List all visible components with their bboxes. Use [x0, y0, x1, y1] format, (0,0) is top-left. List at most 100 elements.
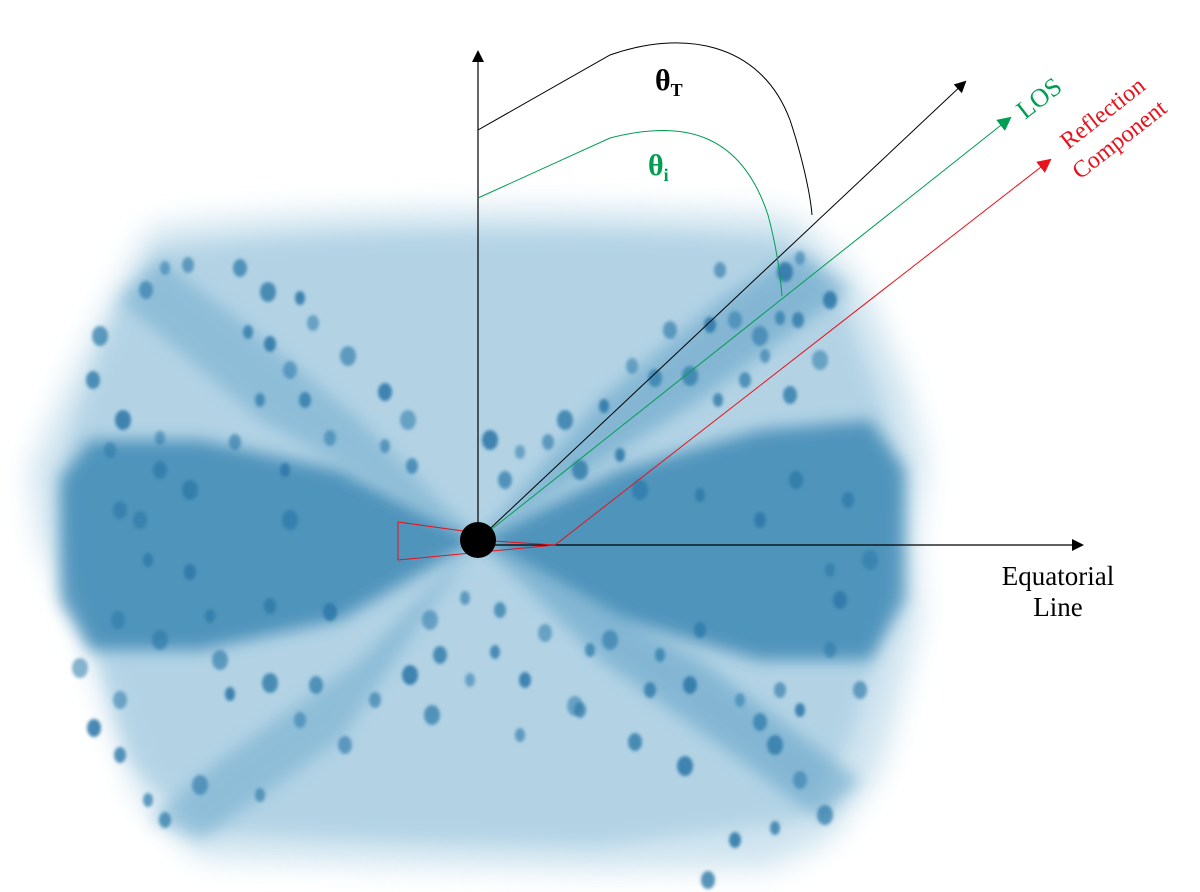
- dust-clump: [842, 492, 854, 508]
- dust-clump: [648, 369, 662, 387]
- dust-clump: [113, 501, 127, 519]
- dust-clump: [602, 630, 618, 650]
- dust-clump: [262, 673, 278, 693]
- dust-clump: [519, 672, 531, 688]
- dust-clump: [538, 624, 552, 642]
- dust-clump: [482, 430, 498, 450]
- dust-clump: [160, 261, 170, 275]
- dust-clump: [113, 691, 127, 709]
- dust-clump: [728, 311, 742, 329]
- dust-clump: [795, 251, 805, 265]
- dust-clump: [338, 736, 352, 754]
- dust-clump: [739, 372, 751, 388]
- dust-clump: [309, 676, 323, 694]
- dust-clump: [433, 646, 447, 664]
- dust-clump: [104, 442, 116, 458]
- dust-clump: [465, 673, 475, 687]
- dust-clump: [494, 602, 506, 618]
- dust-clump: [792, 312, 804, 328]
- dust-clump: [114, 747, 126, 763]
- dust-clump: [155, 431, 165, 445]
- dust-clump: [406, 458, 418, 474]
- dust-clump: [229, 434, 241, 450]
- dust-clump: [243, 325, 253, 339]
- dust-clump: [789, 471, 803, 489]
- dust-clump: [701, 871, 715, 889]
- dust-clump: [760, 349, 770, 363]
- dust-clump: [632, 480, 648, 500]
- dust-clump: [369, 692, 381, 708]
- dust-clump: [557, 410, 573, 430]
- dust-clump: [212, 650, 228, 670]
- dust-clump: [264, 336, 276, 352]
- dust-clump: [704, 317, 716, 333]
- dust-clump: [86, 371, 100, 389]
- theta-t-arc: [477, 42, 813, 216]
- dust-clump: [628, 733, 642, 751]
- dust-clump: [626, 358, 638, 374]
- dust-clump: [695, 488, 705, 502]
- los-label: LOS: [1011, 72, 1068, 125]
- dust-clumps: [72, 251, 878, 889]
- dust-clump: [307, 315, 319, 331]
- dust-clump: [777, 262, 793, 282]
- dust-clump: [498, 471, 512, 489]
- dust-clump: [774, 682, 786, 698]
- dust-clump: [280, 463, 290, 477]
- dust-clump: [323, 603, 337, 621]
- dust-clump: [655, 648, 665, 662]
- dust-clump: [225, 687, 235, 701]
- dust-clump: [572, 460, 588, 480]
- dust-clump: [682, 366, 698, 386]
- dust-clump: [713, 393, 723, 407]
- equatorial-label-line2: Line: [1033, 592, 1082, 622]
- dust-clump: [400, 410, 416, 430]
- dust-clump: [111, 611, 125, 629]
- dust-clump: [72, 658, 88, 678]
- theta-i-subscript: i: [664, 165, 669, 185]
- dust-clump: [133, 511, 147, 529]
- dust-clump: [424, 705, 440, 725]
- dust-clump: [694, 622, 706, 638]
- dust-clump: [677, 756, 693, 776]
- dust-clump: [260, 282, 276, 302]
- equatorial-label-line1: Equatorial: [1002, 561, 1114, 591]
- dust-clump: [153, 461, 167, 479]
- dust-clump: [255, 393, 265, 407]
- dust-clump: [683, 676, 697, 694]
- los-line: [477, 116, 1012, 541]
- dust-clump: [735, 693, 745, 707]
- dust-clump: [182, 480, 198, 500]
- dust-clump: [714, 262, 726, 278]
- dust-clump: [515, 728, 525, 742]
- dust-clump: [823, 291, 837, 309]
- dust-clump: [795, 703, 805, 717]
- torus-left-wedge: [60, 440, 478, 650]
- dust-clump: [833, 591, 847, 609]
- torus-upper-right-band: [478, 250, 850, 540]
- dust-clump: [574, 702, 586, 718]
- torus-opening-line: [477, 80, 967, 541]
- dust-clump: [812, 350, 828, 370]
- dust-clump: [817, 805, 833, 825]
- dust-clump: [294, 712, 306, 728]
- dust-clump: [115, 410, 131, 430]
- dust-clump: [402, 665, 418, 685]
- dust-clump: [233, 259, 247, 277]
- theta-i-arc: [477, 129, 783, 297]
- dust-clump: [824, 642, 836, 658]
- black-hole-icon: [460, 522, 496, 558]
- dust-clump: [767, 735, 783, 755]
- dust-clump: [542, 434, 554, 450]
- dust-clump: [775, 311, 785, 325]
- dust-clump: [615, 448, 625, 462]
- dust-clump: [282, 510, 298, 530]
- dust-clump: [752, 326, 768, 346]
- dust-clump: [599, 399, 609, 413]
- torus-lower-right-band: [478, 540, 860, 820]
- theta-t-subscript: T: [671, 80, 683, 100]
- dust-clump: [87, 719, 101, 737]
- dust-clump: [184, 564, 196, 580]
- theta-i-label: θi: [648, 149, 669, 185]
- dust-clump: [340, 346, 356, 366]
